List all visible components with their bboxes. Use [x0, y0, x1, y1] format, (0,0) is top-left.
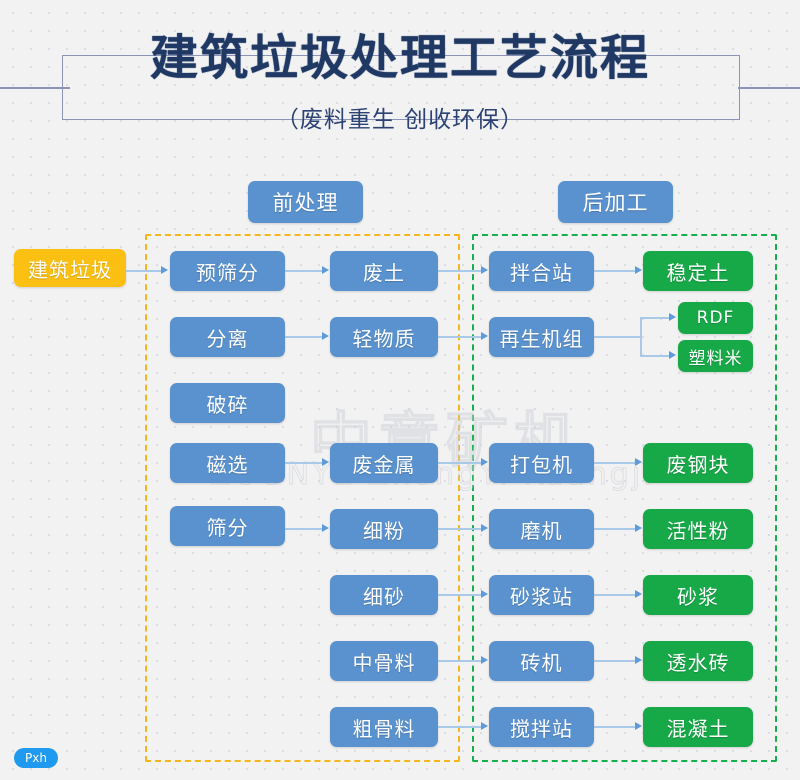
arrowhead: [322, 266, 329, 274]
edge-equipment1-bracket: [640, 317, 642, 356]
edge-equipment1-to-product1: [640, 317, 670, 319]
node-equipment-0[interactable]: 拌合站: [489, 251, 594, 291]
node-material-2[interactable]: 废金属: [330, 443, 438, 483]
arrowhead: [669, 313, 676, 321]
node-product-6[interactable]: 透水砖: [643, 641, 753, 681]
edge-pre4-to-material3: [285, 528, 323, 530]
edge-equipment0-to-product0: [594, 270, 636, 272]
node-equipment-5[interactable]: 砖机: [489, 641, 594, 681]
arrowhead: [322, 458, 329, 466]
edge-material2-to-equipment2: [438, 462, 482, 464]
arrowhead: [669, 351, 676, 359]
arrowhead: [481, 590, 488, 598]
arrowhead: [322, 332, 329, 340]
arrowhead: [481, 656, 488, 664]
node-material-3[interactable]: 细粉: [330, 509, 438, 549]
page-subtitle: （废料重生 创收环保）: [275, 107, 525, 133]
edge-source-to-pre-0: [126, 270, 163, 272]
arrowhead: [481, 524, 488, 532]
node-equipment-1[interactable]: 再生机组: [489, 317, 594, 357]
edge-material3-to-equipment3: [438, 528, 482, 530]
arrowhead: [322, 524, 329, 532]
node-source-construction-waste[interactable]: 建筑垃圾: [14, 249, 126, 287]
edge-pre0-to-material0: [285, 270, 323, 272]
page-title: 建筑垃圾处理工艺流程: [149, 30, 650, 86]
arrowhead: [635, 656, 642, 664]
node-product-7[interactable]: 混凝土: [643, 707, 753, 747]
zone-pre-process: [145, 234, 460, 762]
node-product-1[interactable]: RDF: [678, 302, 753, 334]
node-material-6[interactable]: 粗骨料: [330, 707, 438, 747]
node-pre-process-4[interactable]: 筛分: [170, 506, 285, 546]
node-material-4[interactable]: 细砂: [330, 575, 438, 615]
section-header-pre-process: 前处理: [248, 181, 363, 223]
edge-material4-to-equipment4: [438, 594, 482, 596]
edge-material6-to-equipment6: [438, 726, 482, 728]
arrowhead: [635, 590, 642, 598]
arrowhead: [161, 266, 168, 274]
edge-equipment5-to-product6: [594, 660, 636, 662]
node-equipment-3[interactable]: 磨机: [489, 509, 594, 549]
watermark-badge: Pxh: [14, 748, 58, 768]
edge-equipment3-to-product4: [594, 528, 636, 530]
edge-material1-to-equipment1: [438, 336, 482, 338]
zone-post-process: [472, 234, 777, 762]
node-equipment-2[interactable]: 打包机: [489, 443, 594, 483]
node-pre-process-0[interactable]: 预筛分: [170, 251, 285, 291]
node-material-0[interactable]: 废土: [330, 251, 438, 291]
page-header: 建筑垃圾处理工艺流程 （废料重生 创收环保）: [0, 0, 800, 160]
node-pre-process-3[interactable]: 磁选: [170, 443, 285, 483]
node-product-5[interactable]: 砂浆: [643, 575, 753, 615]
node-pre-process-2[interactable]: 破碎: [170, 383, 285, 423]
edge-equipment1-to-product2: [640, 355, 670, 357]
header-frame: [62, 55, 740, 120]
node-material-1[interactable]: 轻物质: [330, 317, 438, 357]
node-pre-process-1[interactable]: 分离: [170, 317, 285, 357]
edge-equipment4-to-product5: [594, 594, 636, 596]
header-rule-left: [0, 87, 70, 89]
edge-material0-to-equipment0: [438, 270, 482, 272]
arrowhead: [481, 266, 488, 274]
arrowhead: [635, 524, 642, 532]
arrowhead: [481, 458, 488, 466]
edge-material5-to-equipment5: [438, 660, 482, 662]
node-material-5[interactable]: 中骨料: [330, 641, 438, 681]
node-equipment-4[interactable]: 砂浆站: [489, 575, 594, 615]
node-equipment-6[interactable]: 搅拌站: [489, 707, 594, 747]
node-product-3[interactable]: 废钢块: [643, 443, 753, 483]
edge-pre1-to-material1: [285, 336, 323, 338]
edge-equipment6-to-product7: [594, 726, 636, 728]
arrowhead: [635, 458, 642, 466]
edge-equipment1-stub: [594, 336, 641, 338]
arrowhead: [481, 332, 488, 340]
header-rule-right: [738, 87, 800, 89]
node-product-4[interactable]: 活性粉: [643, 509, 753, 549]
node-product-0[interactable]: 稳定土: [643, 251, 753, 291]
arrowhead: [635, 266, 642, 274]
node-product-2[interactable]: 塑料米: [678, 340, 753, 372]
section-header-post-process: 后加工: [558, 181, 673, 223]
edge-pre3-to-material2: [285, 462, 323, 464]
arrowhead: [481, 722, 488, 730]
arrowhead: [635, 722, 642, 730]
edge-equipment2-to-product3: [594, 462, 636, 464]
